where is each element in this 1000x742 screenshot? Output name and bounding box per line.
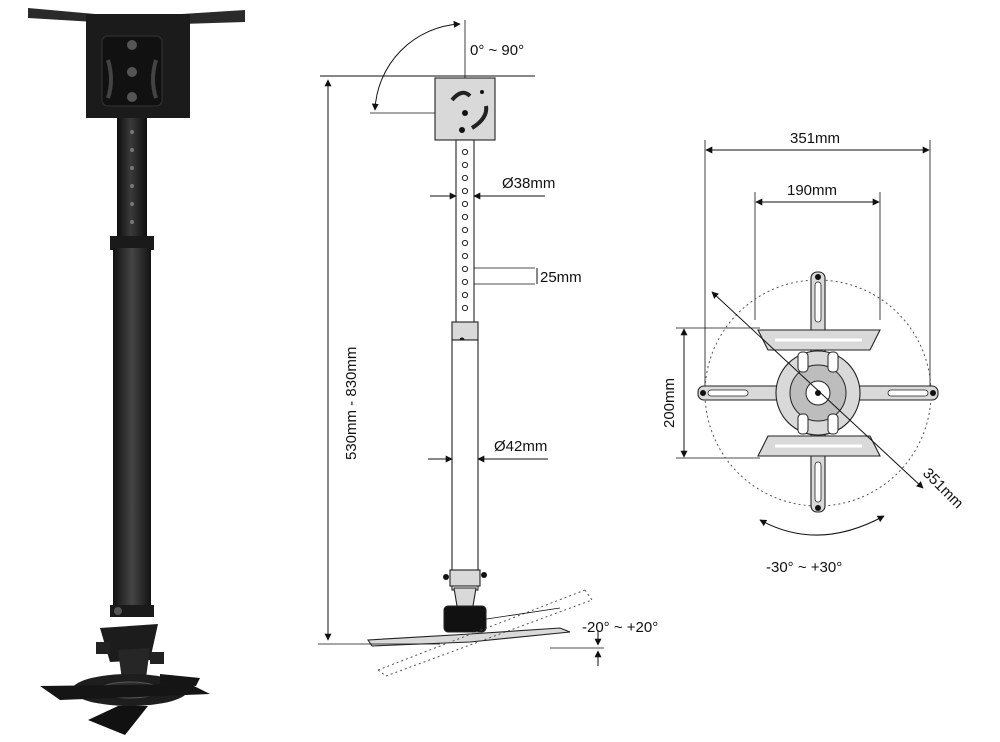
top-view-drawing: 351mm 190mm 200mm	[661, 130, 967, 576]
upper-tube	[117, 118, 147, 238]
rotation-arrow	[759, 515, 885, 536]
projector-plate-drawing	[367, 627, 571, 647]
lower-diameter-label: Ø42mm	[494, 438, 547, 455]
hole-pitch-label: 25mm	[540, 269, 582, 286]
bolt-icon	[127, 40, 137, 50]
ceiling-plate-wing-right	[182, 10, 245, 24]
lower-tube-drawing	[451, 339, 479, 591]
plate-width-label: 351mm	[790, 130, 840, 147]
lower-tube	[113, 248, 151, 610]
rotation-range-label: -30° ~ +30°	[766, 559, 842, 576]
ceiling-plate-wing-left	[28, 8, 95, 22]
bolt-icon	[127, 67, 137, 77]
tilt-arc-arrow	[371, 20, 461, 111]
side-view-drawing: 0° ~ 90° Ø38mm 25mm	[318, 20, 658, 677]
upper-diameter-label: Ø38mm	[502, 175, 555, 192]
inner-height-label: 200mm	[661, 378, 678, 428]
inner-width-label: 190mm	[787, 182, 837, 199]
product-photo	[28, 8, 245, 735]
tilt-range-label: 0° ~ 90°	[470, 42, 524, 59]
diagonal-dimension-line	[711, 291, 924, 489]
swivel-range-label: -20° ~ +20°	[582, 619, 658, 636]
bolt-icon	[127, 92, 137, 102]
diagonal-label: 351mm	[919, 465, 966, 512]
length-range-label: 530mm - 830mm	[343, 347, 360, 460]
